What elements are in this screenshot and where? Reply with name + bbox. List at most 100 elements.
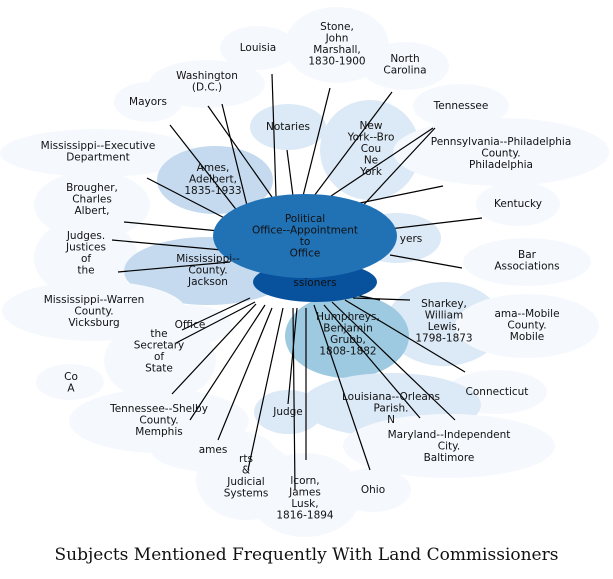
maryland-baltimore-label-line: City. (438, 441, 460, 453)
political-office-appointment-label-line: Office--Appointment (252, 225, 358, 237)
washington-dc-label-line: (D.C.) (192, 82, 222, 94)
connection-edge (123, 221, 231, 233)
brougher-charles-albert-bubble[interactable] (34, 171, 150, 239)
names-label-line: ames (199, 444, 228, 456)
humphreys-benjamin-grubb-label-line: Grubb, (330, 334, 366, 346)
connection-edge (330, 127, 434, 197)
land-commissioners-label-line: ssioners (293, 277, 336, 289)
judge-label-line: Judge (272, 406, 303, 418)
maryland-baltimore-bubble[interactable] (343, 414, 555, 478)
connection-edge (292, 307, 296, 491)
kentucky-label-line: Kentucky (494, 198, 542, 210)
stone-john-marshall-label-line: Stone, (320, 21, 354, 33)
co-a-label-line: A (67, 383, 75, 395)
alabama-mobile-bubble[interactable] (455, 294, 599, 358)
brougher-charles-albert-label-line: Albert, (75, 205, 110, 217)
bar-associations-bubble[interactable] (463, 238, 591, 286)
bar-associations-label-line: Associations (494, 261, 559, 273)
new-york-label-line: New (360, 120, 383, 132)
tennessee-shelby-memphis-label-line: Memphis (135, 426, 182, 438)
humphreys-benjamin-grubb-bubble[interactable] (285, 294, 409, 378)
alcorn-james-lusk-label-line: James (288, 487, 321, 499)
connection-edge (302, 87, 331, 197)
north-carolina-bubble[interactable] (361, 42, 449, 90)
notaries-label: Notaries (266, 121, 310, 133)
co-a-bubble[interactable] (36, 364, 104, 400)
ohio-bubble[interactable] (335, 468, 411, 512)
mississippi-executive-department-label-line: Mississippi--Executive (41, 140, 156, 152)
judge-label: Judge (272, 406, 303, 418)
political-office-appointment-bubble[interactable] (213, 194, 397, 278)
notaries-bubble[interactable] (250, 104, 326, 150)
pennsylvania-philadelphia-bubble[interactable] (393, 118, 609, 186)
political-office-appointment-label-line: Political (285, 213, 325, 225)
co-a-label-line: Co (64, 371, 78, 383)
mississippi-executive-department-label-line: Department (66, 152, 130, 164)
humphreys-benjamin-grubb-label-line: Benjamin (323, 323, 372, 335)
pennsylvania-philadelphia-label-line: Pennsylvania--Philadelphia (431, 136, 572, 148)
alcorn-james-lusk-bubble[interactable] (249, 453, 361, 537)
connection-edge (111, 239, 223, 251)
connection-edge (175, 301, 256, 344)
louisia-bubble[interactable] (220, 26, 296, 70)
connection-edge (189, 304, 266, 421)
mayors-bubble[interactable] (114, 82, 182, 122)
secretary-of-state-label-line: of (154, 351, 164, 363)
secretary-of-state-bubble[interactable] (104, 321, 216, 401)
ames-adelbert-label: Ames,Adelbert,1835-1933 (184, 162, 241, 197)
political-office-appointment-label-line: Office (290, 248, 321, 260)
louisia-label: Louisia (240, 42, 276, 54)
washington-dc-label: Washington(D.C.) (176, 70, 238, 94)
brougher-charles-albert-label-line: Brougher, (66, 182, 118, 194)
judge-bubble[interactable] (254, 390, 322, 434)
judges-justices-label-line: Judges. (66, 230, 105, 242)
tennessee-bubble[interactable] (413, 84, 509, 128)
kentucky-bubble[interactable] (476, 182, 560, 226)
new-york-bubble[interactable] (320, 100, 420, 200)
secretary-of-state-label-line: State (145, 363, 173, 375)
connection-edge (344, 299, 466, 373)
mississippi-jackson-label-line: Jackson (187, 276, 228, 288)
courts-judicial-systems-label-line: & (242, 465, 250, 477)
judges-justices-label-line: the (77, 265, 94, 277)
office-label-line: Office (175, 319, 206, 331)
connecticut-label: Connecticut (466, 386, 529, 398)
ames-adelbert-label-line: Adelbert, (189, 174, 237, 186)
stone-john-marshall-label-line: Marshall, (313, 44, 361, 56)
alabama-mobile-label-line: Mobile (510, 331, 544, 343)
tennessee-shelby-memphis-label-line: County. (139, 415, 178, 427)
maryland-baltimore-label-line: Baltimore (424, 452, 475, 464)
alcorn-james-lusk-label-line: Lusk, (291, 498, 318, 510)
connection-edge (323, 304, 421, 419)
secretary-of-state-label-line: Secretary (134, 340, 185, 352)
connection-edge (313, 91, 393, 197)
pennsylvania-philadelphia-label-line: County. (481, 148, 520, 160)
ames-adelbert-label-line: Ames, (197, 162, 230, 174)
connection-edge (117, 261, 231, 273)
ames-adelbert-bubble[interactable] (157, 146, 273, 214)
courts-judicial-systems-label-line: Judicial (226, 476, 264, 488)
lawyers-label-line: yers (400, 233, 422, 245)
mississippi-jackson-label-line: Mississippi-- (176, 253, 240, 265)
connection-edge (217, 307, 273, 441)
washington-dc-label-line: Washington (176, 70, 238, 82)
stone-john-marshall-label-line: John (325, 33, 349, 45)
ohio-label: Ohio (361, 484, 385, 496)
connection-edge (247, 307, 284, 471)
mississippi-executive-department-bubble[interactable] (0, 129, 196, 177)
brougher-charles-albert-label-line: Charles (72, 194, 112, 206)
judges-justices-bubble[interactable] (34, 218, 138, 298)
sharkey-william-lewis-label-line: Sharkey, (421, 298, 467, 310)
ames-adelbert-label-line: 1835-1933 (184, 185, 241, 197)
mayors-label: Mayors (129, 96, 167, 108)
alabama-mobile-label-line: County. (507, 320, 546, 332)
humphreys-benjamin-grubb-label-line: Humphreys, (316, 311, 380, 323)
